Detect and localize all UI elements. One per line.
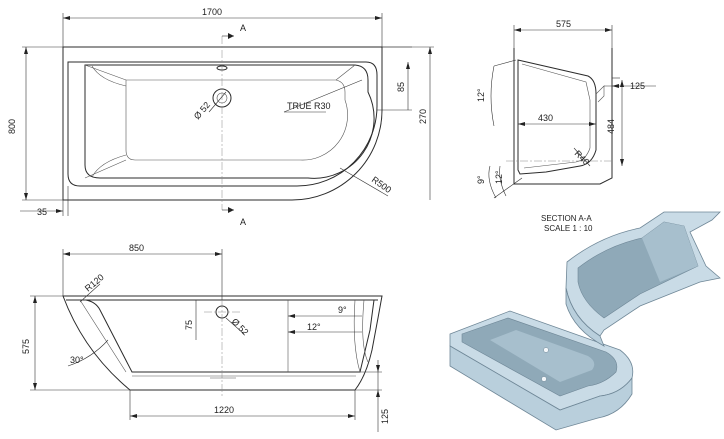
render-front-drain [541,376,547,382]
side-slope-line [79,299,127,373]
top-view-basin [84,64,375,179]
dim-575-arrow-l [514,28,521,32]
label-angle-30: 30° [70,355,84,365]
side-end-curves [353,299,369,373]
render-front-floor [490,330,595,382]
section-caption-line2: SCALE 1 : 10 [544,224,593,233]
dim-575-side-arrow-b [33,383,37,390]
angle-9-arc [488,165,497,199]
dim-35-arrow [56,209,63,213]
label-side-drain: Ø 52 [230,316,251,337]
leader-r40 [573,147,591,167]
label-angle-12-top: 12° [476,88,486,102]
angle-bottom-ext [493,177,523,199]
leader-true-r30 [283,79,363,113]
dim-800-label: 800 [7,119,17,134]
dim-430-arrow-l [518,122,525,126]
section-inner [517,59,597,175]
dim-1220-arrow-l [130,414,137,418]
dim-1700-arrow-l [63,16,70,20]
dim-85-label: 85 [396,82,406,92]
dim-125-base-label: 125 [380,409,390,424]
dim-125-base-arrow-b [376,390,380,397]
dim-75-label: 75 [184,320,194,330]
top-view: A A 1700 800 35 85 270 [7,7,434,227]
dim-800-arrow-t [24,47,28,54]
angle-30-arc [67,339,109,367]
dim-575-arrow-r [605,28,612,32]
dim-1700-label: 1700 [202,7,222,17]
render-bath-front [449,310,634,431]
label-top-drain: Ø 52 [192,100,212,121]
dim-35-label: 35 [37,207,47,217]
dim-1700-arrow-r [375,16,382,20]
dim-850-arrow-l [63,252,70,256]
dim-484-arrow-b [620,159,624,166]
section-arrowhead-bottom [228,207,234,213]
leader-side-drain [225,317,245,335]
dim-575-side-arrow-t [33,296,37,303]
label-angle-9: 9° [476,175,486,184]
top-view-fillet-lines [91,65,127,178]
angle-12-bottom-arc [499,165,507,197]
section-view: 575 125 430 484 R40 12° 9° 12° SECTION A… [476,19,656,233]
dim-484-label: 484 [606,119,616,134]
dim-125-label: 125 [630,81,645,91]
angle-9-arrow [288,314,295,318]
section-mark-bottom: A [240,217,246,227]
dim-270-arrow [428,47,432,54]
section-outer-shell [521,63,591,169]
dim-125-arrow [612,84,619,88]
top-view-outline [62,46,383,201]
dim-85-arrow [406,62,410,69]
leader-r120 [79,283,101,303]
render-front-side [449,345,633,431]
section-outline [513,48,613,185]
angle-12-arrow [288,330,295,334]
render-back-side [565,287,605,347]
top-view-slope-lines [84,64,356,179]
label-angle-9-side: 9° [338,305,347,315]
render-front-overflow [543,347,549,353]
dim-430-label: 430 [538,113,553,123]
dim-850-label: 850 [129,243,144,253]
angle-12-top-arc [490,65,495,127]
label-r120: R120 [83,272,106,293]
leader-top-drain [208,91,227,113]
angle-12-top-ext [493,59,517,67]
dim-270-label: 270 [418,109,428,124]
label-angle-12-side: 12° [307,322,321,332]
dim-1220-label: 1220 [214,405,234,415]
section-arrowhead-top [228,33,234,39]
label-angle-12-bottom: 12° [494,170,504,184]
section-caption-line1: SECTION A-A [541,214,592,223]
section-lip [595,85,605,103]
dim-575-label: 575 [556,19,571,29]
dim-125-base-arrow-t [376,365,380,372]
side-outline [62,295,383,391]
render-bath-back [565,211,721,347]
top-view-rim [67,61,378,187]
label-true-r30: TRUE R30 [287,101,331,111]
dim-484-arrow-t [620,80,624,87]
top-view-bottom [125,79,348,161]
dim-430-arrow-r [589,122,596,126]
dim-850-arrow-r [215,252,222,256]
dim-800-arrow-b [24,193,28,200]
section-mark-top: A [240,23,246,33]
side-basin [85,299,375,373]
leader-r500 [339,167,389,197]
dim-575-side-label: 575 [21,339,31,354]
side-view: 850 575 R120 30° 75 Ø 52 9° 12° 1220 [21,243,390,432]
dim-1220-arrow-r [348,414,355,418]
render-back-wall [642,222,698,282]
